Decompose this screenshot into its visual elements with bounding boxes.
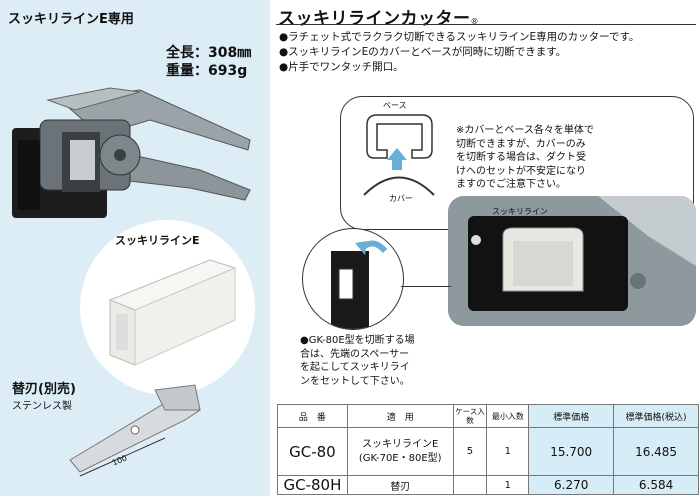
cutting-photo bbox=[448, 196, 696, 326]
row-case: 5 bbox=[452, 427, 488, 476]
row-code: GC-80H bbox=[277, 475, 348, 495]
row-price: 6.270 bbox=[528, 475, 615, 495]
caution-line-2: 切断できますが、カバーのみ bbox=[456, 138, 586, 150]
product-title: スッキリラインカッター bbox=[278, 9, 471, 29]
table-row: GC-80 スッキリラインE (GK-70E・80E型) 5 1 15.700 … bbox=[277, 427, 699, 476]
title-divider bbox=[276, 24, 696, 25]
product-title-block: スッキリラインカッター® bbox=[278, 4, 479, 29]
caution-note: ※カバーとベース各々を単体で 切断できますが、カバーのみ を切断する場合は、ダク… bbox=[456, 124, 594, 192]
sukkiri-line-label: スッキリライン bbox=[492, 207, 548, 216]
row-code: GC-80 bbox=[277, 427, 348, 476]
gk-note: ●GK-80E型を切断する場 合は、先端のスペーサー を起こしてスッキリライ ン… bbox=[300, 334, 415, 388]
row-apply-line-2: (GK-70E・80E型) bbox=[358, 452, 442, 464]
base-cover-illustration bbox=[363, 114, 435, 196]
header-min: 最小入数 bbox=[486, 404, 530, 428]
spec-weight: 重量：693g bbox=[166, 63, 248, 79]
bullet-3: ●片手でワンタッチ開口。 bbox=[279, 61, 404, 73]
gk-line-1: ●GK-80E型を切断する場 bbox=[300, 335, 415, 346]
header-price: 標準価格 bbox=[528, 404, 615, 428]
blade-illustration bbox=[69, 384, 201, 477]
row-min: 1 bbox=[486, 475, 530, 495]
row-apply-line-1: スッキリラインE bbox=[362, 438, 439, 450]
duct-illustration bbox=[108, 259, 237, 366]
caution-line-5: ますのでご注意下さい。 bbox=[456, 179, 566, 190]
header-apply: 適 用 bbox=[346, 404, 454, 428]
left-heading: スッキリラインE専用 bbox=[8, 12, 134, 27]
row-case bbox=[452, 475, 488, 495]
blade-title: 替刃(別売) bbox=[12, 382, 76, 397]
header-price-tax: 標準価格(税込) bbox=[613, 404, 699, 428]
spec-length: 全長：308㎜ bbox=[166, 45, 252, 61]
gk-line-3: を起こしてスッキリライ bbox=[300, 362, 410, 373]
bullet-2: ●スッキリラインEのカバーとベースが同時に切断できます。 bbox=[279, 46, 567, 58]
cover-label: カバー bbox=[389, 194, 413, 203]
callout-line bbox=[401, 286, 451, 287]
table-row: GC-80H 替刃 1 6.270 6.584 bbox=[277, 475, 699, 495]
row-min: 1 bbox=[486, 427, 530, 476]
gk-line-2: 合は、先端のスペーサー bbox=[300, 348, 410, 360]
row-apply: 替刃 bbox=[346, 475, 454, 495]
blade-material: ステンレス製 bbox=[12, 401, 72, 412]
bullet-1: ●ラチェット式でラクラク切断できるスッキリラインE専用のカッターです。 bbox=[279, 31, 640, 43]
header-case: ケース入数 bbox=[452, 404, 488, 428]
product-callout: スッキリラインE bbox=[115, 234, 200, 247]
caution-line-4: けへのセットが不安定になり bbox=[456, 165, 586, 177]
cutter-tool-illustration bbox=[12, 87, 251, 218]
row-price: 15.700 bbox=[528, 427, 615, 476]
registered-mark: ® bbox=[470, 17, 479, 26]
row-apply: スッキリラインE (GK-70E・80E型) bbox=[346, 427, 454, 476]
right-panel: スッキリラインカッター® ●ラチェット式でラクラク切断できるスッキリラインE専用… bbox=[270, 0, 700, 496]
caution-line-1: ※カバーとベース各々を単体で bbox=[456, 125, 594, 136]
row-price-tax: 16.485 bbox=[613, 427, 699, 476]
header-code: 品 番 bbox=[277, 404, 348, 428]
tip-detail-circle bbox=[302, 228, 404, 330]
table-header-row: 品 番 適 用 ケース入数 最小入数 標準価格 標準価格(税込) bbox=[277, 404, 699, 428]
left-panel: スッキリラインE専用 全長：308㎜ 重量：693g スッキリラインE 替刃(別… bbox=[0, 0, 270, 496]
spec-table: 品 番 適 用 ケース入数 最小入数 標準価格 標準価格(税込) GC-80 ス… bbox=[277, 404, 699, 495]
caution-line-3: を切断する場合は、ダクト受 bbox=[456, 152, 586, 163]
gk-line-4: ンをセットして下さい。 bbox=[300, 375, 410, 387]
base-label: ベース bbox=[383, 101, 407, 110]
row-price-tax: 6.584 bbox=[613, 475, 699, 495]
